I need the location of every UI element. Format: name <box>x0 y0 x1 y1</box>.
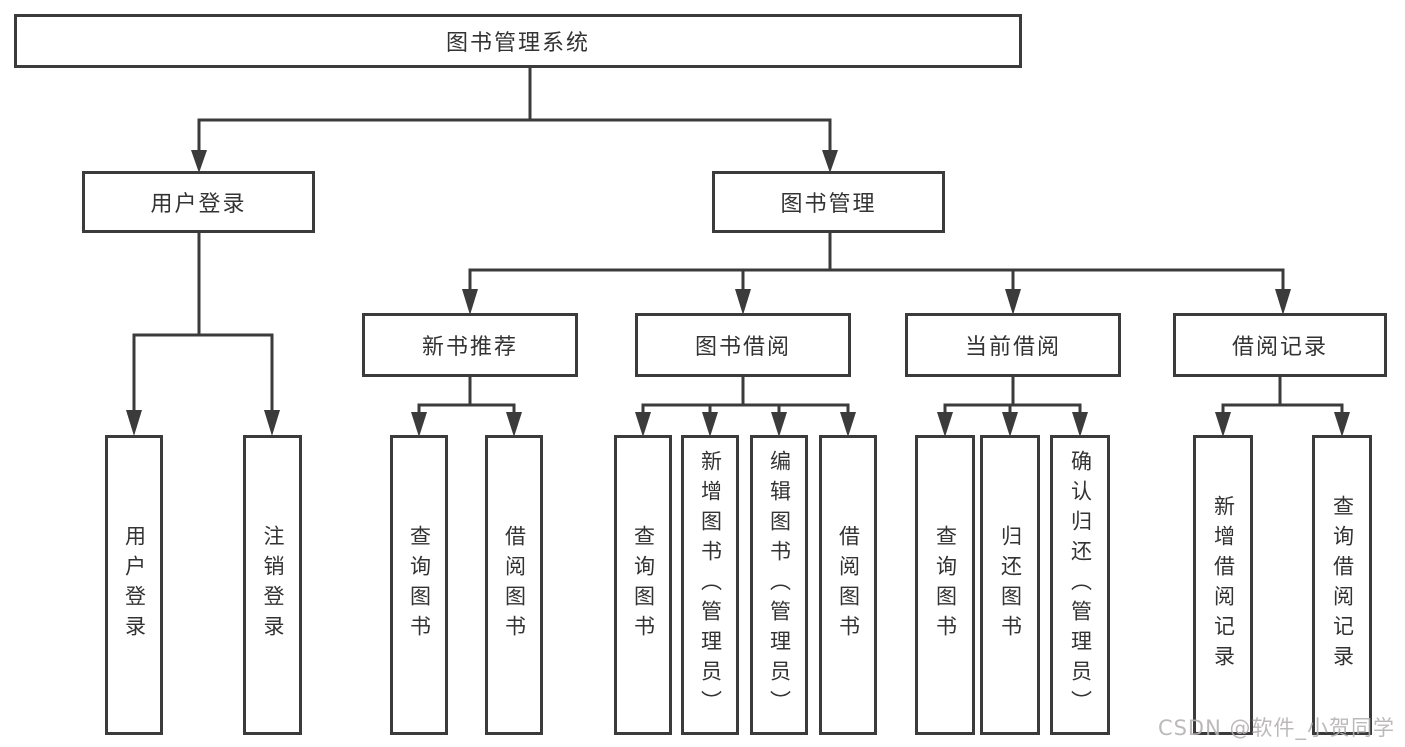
node-book-management-label: 图书管理 <box>780 192 877 217</box>
leaf-recommend-borrow-books: 借阅图书 <box>485 435 543 735</box>
leaf-edit-books-admin-label: 编辑图书（管理员） <box>767 450 792 720</box>
node-user-login-label: 用户登录 <box>150 192 247 217</box>
connector-new-book-recommend <box>411 377 522 437</box>
csdn-watermark: CSDN @软件_小贺同学 <box>1157 716 1395 740</box>
leaf-recommend-borrow-books-label: 借阅图书 <box>502 525 527 645</box>
leaf-user-login-label: 用户登录 <box>122 525 147 645</box>
leaf-add-books-admin-label: 新增图书（管理员） <box>698 450 723 720</box>
node-book-borrow: 图书借阅 <box>635 313 851 377</box>
leaf-current-query-books-label: 查询图书 <box>933 525 958 645</box>
leaf-borrow-books-label: 借阅图书 <box>836 525 861 645</box>
connector-user-login <box>126 233 280 436</box>
connector-book-management <box>462 233 1291 315</box>
leaf-borrow-query-books: 查询图书 <box>614 435 672 735</box>
leaf-borrow-query-books-label: 查询图书 <box>631 525 656 645</box>
leaf-recommend-query-books-label: 查询图书 <box>407 525 432 645</box>
node-borrow-records: 借阅记录 <box>1173 313 1387 377</box>
node-borrow-records-label: 借阅记录 <box>1231 335 1328 360</box>
leaf-add-borrow-record: 新增借阅记录 <box>1193 435 1253 735</box>
leaf-confirm-return-admin-label: 确认归还（管理员） <box>1068 450 1093 720</box>
leaf-user-login: 用户登录 <box>105 435 163 735</box>
leaf-add-borrow-record-label: 新增借阅记录 <box>1211 495 1236 675</box>
node-root: 图书管理系统 <box>14 14 1022 68</box>
node-book-borrow-label: 图书借阅 <box>694 335 791 360</box>
connector-book-borrow <box>635 377 856 437</box>
leaf-confirm-return-admin: 确认归还（管理员） <box>1050 435 1110 735</box>
leaf-return-books-label: 归还图书 <box>998 525 1023 645</box>
node-current-borrow: 当前借阅 <box>905 313 1121 377</box>
node-current-borrow-label: 当前借阅 <box>964 335 1061 360</box>
node-book-management: 图书管理 <box>712 171 945 233</box>
connector-current-borrow <box>937 377 1088 437</box>
leaf-edit-books-admin: 编辑图书（管理员） <box>750 435 808 735</box>
connector-borrow-records <box>1215 377 1350 437</box>
node-user-login: 用户登录 <box>82 171 315 233</box>
node-new-book-recommend-label: 新书推荐 <box>421 335 518 360</box>
leaf-add-books-admin: 新增图书（管理员） <box>681 435 739 735</box>
leaf-logout: 注销登录 <box>243 435 302 735</box>
leaf-query-borrow-record: 查询借阅记录 <box>1312 435 1372 735</box>
leaf-query-borrow-record-label: 查询借阅记录 <box>1330 495 1355 675</box>
leaf-return-books: 归还图书 <box>980 435 1040 735</box>
leaf-recommend-query-books: 查询图书 <box>390 435 448 735</box>
node-new-book-recommend: 新书推荐 <box>362 313 578 377</box>
leaf-borrow-books: 借阅图书 <box>819 435 877 735</box>
node-root-label: 图书管理系统 <box>445 31 590 56</box>
leaf-logout-label: 注销登录 <box>261 525 285 645</box>
connector-root <box>191 68 838 173</box>
leaf-current-query-books: 查询图书 <box>915 435 975 735</box>
